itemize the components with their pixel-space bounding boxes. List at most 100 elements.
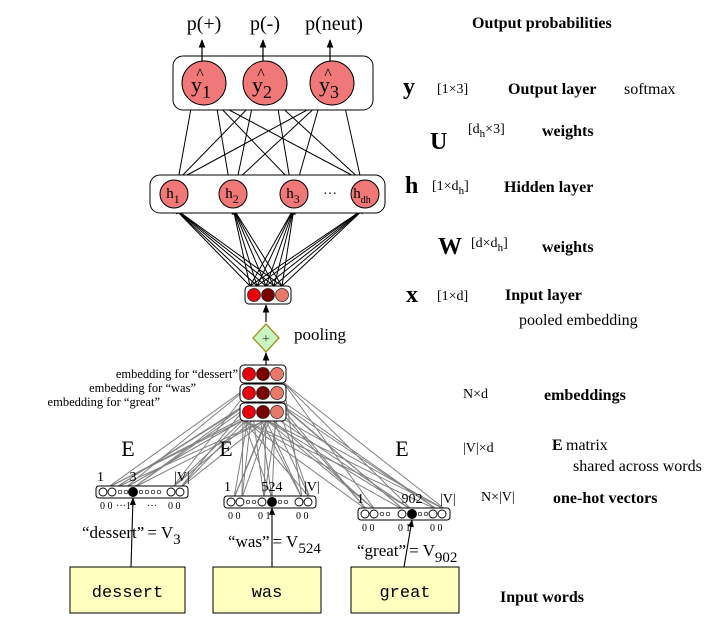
input-hidden-edge (273, 207, 366, 287)
embedding-weight-line (241, 419, 244, 499)
hidden-node-h3: h3 (279, 179, 309, 209)
hidden-output-edge (236, 102, 321, 181)
embedding-weight-line (265, 419, 447, 511)
legend-u-dim: [dh×3] (468, 122, 505, 140)
legend-e-symbol: E (552, 437, 563, 454)
onehot-bits: 0 0 (362, 523, 375, 534)
legend-u-name: weights (542, 123, 594, 140)
embedding-weight-line (275, 400, 439, 511)
word-to-onehot-arrow (403, 519, 414, 568)
hidden-node-hdh: hdh (350, 179, 380, 209)
legend-e-dim: |V|×d (463, 441, 494, 456)
plus-icon: + (262, 332, 270, 347)
input-hidden-edge (232, 207, 267, 287)
onehot-bits: 0 0 (168, 501, 181, 512)
embedding-label-great: embedding for “great” (48, 395, 160, 409)
input-hidden-edge (231, 207, 251, 287)
pooling-label: pooling (294, 325, 346, 344)
onehot-bits: 0 0 (100, 501, 113, 512)
legend-h-symbol: h (405, 173, 418, 199)
vector-cell (256, 405, 270, 419)
input-word-box-was: was (212, 566, 322, 614)
output-prob-label: p(neut) (305, 13, 363, 35)
hidden-output-edge (275, 102, 291, 181)
word-index-equation: “was”= V524 (228, 532, 321, 557)
hidden-output-edge (342, 102, 362, 181)
hidden-output-edge (215, 102, 362, 181)
input-word-label: was (252, 584, 283, 603)
embedding-weight-line (132, 419, 267, 489)
input-hidden-edge (256, 207, 366, 287)
embedding-weight-line (242, 419, 311, 499)
vector-cell (270, 367, 284, 381)
onehot-bits: ···1 (116, 501, 131, 512)
input-hidden-edge (232, 207, 283, 287)
onehot-bits: 0 1 (398, 523, 411, 534)
pooling-node: + (252, 304, 280, 366)
output-prob-label: p(-) (250, 13, 280, 35)
onehot-bits: 0 0 (430, 523, 443, 534)
output-node-y1: y1^ (181, 60, 227, 106)
input-hidden-edge (281, 207, 366, 287)
input-hidden-edge (273, 207, 296, 287)
input-word-box-dessert: dessert (69, 566, 186, 614)
word-to-onehot-arrow (129, 497, 136, 568)
hat-accent: ^ (257, 66, 265, 83)
word-index-equation: “great”= V902 (357, 541, 457, 566)
vector-cell (242, 386, 256, 400)
onehot-index-hot: 3 (130, 470, 137, 485)
onehot-index-hot: 524 (262, 480, 283, 495)
onehot-index-last: |V| (174, 470, 190, 485)
legend-output-probabilities: Output probabilities (472, 15, 612, 32)
vector-cell (247, 288, 261, 302)
hidden-output-edge (215, 102, 291, 181)
vector-cell (242, 405, 256, 419)
hidden-output-edge (297, 102, 321, 181)
legend-onehot-name: one-hot vectors (553, 490, 657, 507)
hot-bit (128, 487, 138, 497)
input-hidden-edge (173, 207, 258, 287)
pooled-input-vector (244, 285, 292, 305)
embedding-vector-was (239, 383, 287, 403)
vector-cell (270, 405, 284, 419)
hat-accent: ^ (196, 66, 204, 83)
embedding-weight-line (124, 381, 256, 489)
input-hidden-edge (232, 207, 258, 287)
embedding-vector-great (239, 402, 287, 422)
embedding-weight-line (179, 419, 267, 489)
legend-w-name: weights (542, 239, 594, 256)
embedding-weight-line (282, 381, 413, 511)
embedding-weight-line (114, 419, 267, 489)
onehot-index-last: |V| (304, 480, 320, 495)
legend-x-symbol: x (406, 282, 418, 308)
legend-e-extra: shared across words (573, 458, 702, 475)
vector-cell (242, 367, 256, 381)
input-word-label: great (379, 584, 430, 603)
legend-w-symbol: W (438, 234, 462, 260)
hidden-layer (149, 174, 386, 214)
embedding-weight-line (242, 419, 405, 511)
input-to-hidden-edges (173, 207, 366, 287)
embedding-weight-line (265, 419, 413, 511)
legend-x-extra: pooled embedding (519, 312, 638, 329)
hidden-ellipsis: ··· (323, 187, 337, 202)
legend-emb-name: embeddings (544, 387, 626, 404)
onehot-index-last: |V| (440, 492, 456, 507)
hidden-output-edge (177, 102, 194, 181)
embedding-weight-line (179, 400, 252, 489)
hidden-node-h2: h2 (218, 179, 248, 209)
legend-h-dim: [1×dh] (432, 179, 469, 197)
input-hidden-edge (232, 207, 275, 287)
input-hidden-edge (249, 207, 295, 287)
hidden-output-edge (177, 102, 321, 181)
input-hidden-edge (281, 207, 296, 287)
output-node-y3: y3^ (309, 60, 355, 106)
input-hidden-edge (173, 207, 267, 287)
embedding-weight-line (106, 381, 256, 489)
input-word-box-great: great (350, 566, 460, 614)
vector-cell (256, 367, 270, 381)
